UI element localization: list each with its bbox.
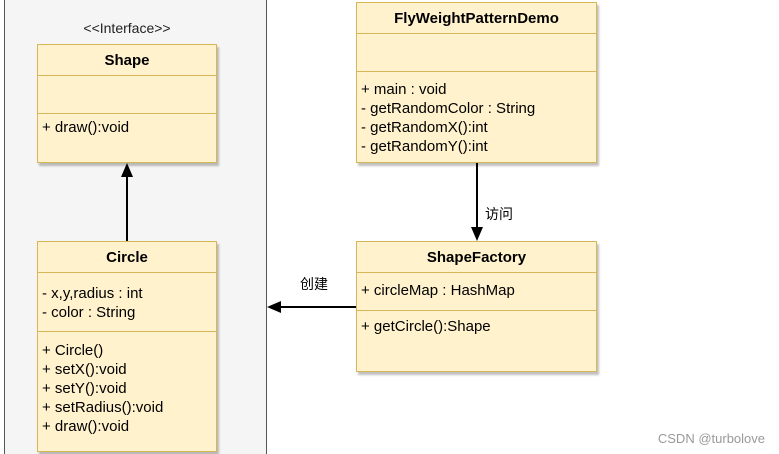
class-factory-attribute: + circleMap : HashMap xyxy=(361,282,515,299)
class-shape-methods: + draw():void xyxy=(38,114,216,140)
interface-stereotype: <<Interface>> xyxy=(83,20,171,36)
edge-demo-to-factory-head xyxy=(471,227,483,241)
class-circle-method: + Circle() xyxy=(42,342,104,359)
class-shape[interactable]: Shape + draw():void xyxy=(37,44,217,163)
class-circle-title: Circle xyxy=(38,242,216,273)
class-factory-attributes: + circleMap : HashMap xyxy=(357,273,596,311)
class-circle-method: + setY():void xyxy=(42,380,127,397)
watermark: CSDN @turbolove xyxy=(657,431,765,446)
class-demo-method: - getRandomX():int xyxy=(361,119,488,136)
class-circle-attribute: - color : String xyxy=(42,304,136,321)
class-factory-method: + getCircle():Shape xyxy=(361,318,491,335)
class-flyweight-demo[interactable]: FlyWeightPatternDemo + main : void - get… xyxy=(356,2,597,163)
class-circle-method: + setX():void xyxy=(42,361,127,378)
class-factory-title: ShapeFactory xyxy=(357,242,596,273)
edge-label-create: 创建 xyxy=(300,276,328,292)
class-demo-methods: + main : void - getRandomColor : String … xyxy=(357,72,596,159)
class-shape-attributes xyxy=(38,76,216,114)
class-circle[interactable]: Circle - x,y,radius : int - color : Stri… xyxy=(37,241,217,452)
class-circle-methods: + Circle() + setX():void + setY():void +… xyxy=(38,332,216,439)
class-circle-attributes: - x,y,radius : int - color : String xyxy=(38,273,216,332)
class-demo-method: - getRandomColor : String xyxy=(361,100,536,117)
edge-label-visit: 访问 xyxy=(485,206,513,222)
class-circle-attribute: - x,y,radius : int xyxy=(42,285,143,302)
class-shape-title: Shape xyxy=(38,45,216,76)
class-demo-title: FlyWeightPatternDemo xyxy=(357,3,596,34)
class-demo-method: + main : void xyxy=(361,81,447,98)
class-shape-factory[interactable]: ShapeFactory + circleMap : HashMap + get… xyxy=(356,241,597,372)
class-demo-attributes xyxy=(357,34,596,72)
class-factory-methods: + getCircle():Shape xyxy=(357,311,596,339)
class-circle-method: + setRadius():void xyxy=(42,399,164,416)
class-circle-method: + draw():void xyxy=(42,418,130,435)
edge-circle-to-shape-head xyxy=(121,163,133,177)
class-demo-method: - getRandomY():int xyxy=(361,138,488,155)
class-shape-method: + draw():void xyxy=(42,119,130,136)
edge-factory-to-circle-head xyxy=(267,301,281,313)
